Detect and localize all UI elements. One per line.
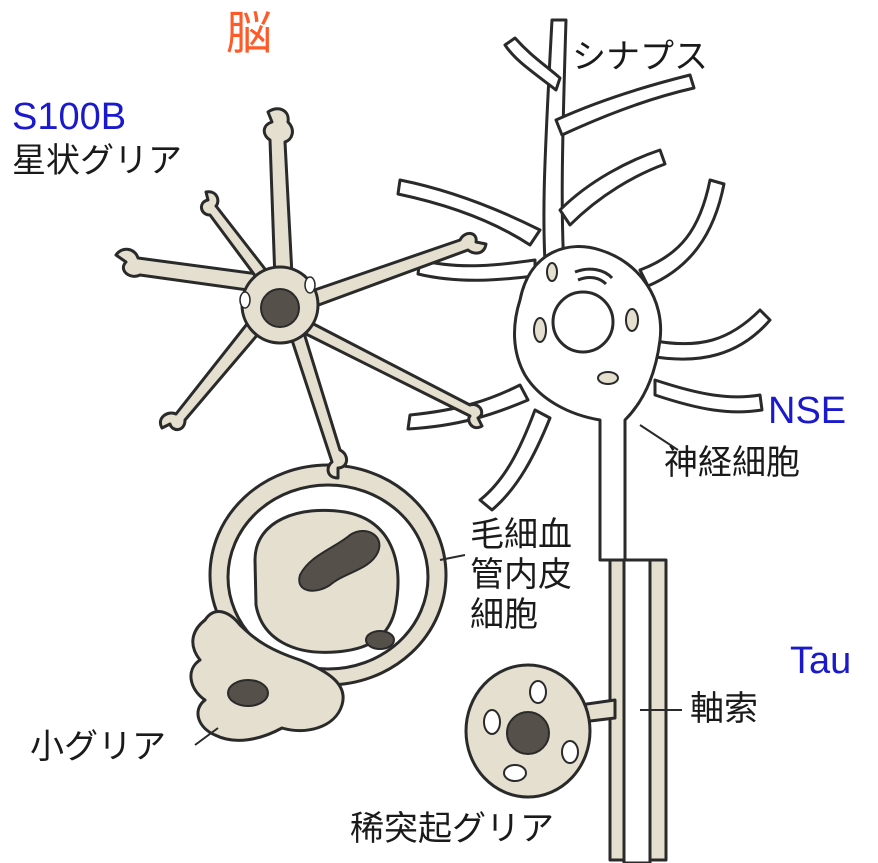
- neuron-leader-line: [639, 424, 679, 451]
- label-microglia: 小グリア: [30, 727, 166, 767]
- label-synapse: シナプス: [572, 37, 708, 77]
- capillary-endothelial-cell: [208, 463, 448, 687]
- label-neuron: 神経細胞: [664, 443, 800, 483]
- endothelial-leader-line: [439, 554, 466, 561]
- label-astrocyte: 星状グリア: [12, 141, 182, 181]
- title: 脳: [226, 6, 272, 60]
- label-endothelial-line-1: 毛細血: [470, 515, 572, 555]
- label-endothelial: 毛細血 管内皮 細胞: [470, 515, 572, 635]
- marker-tau: Tau: [790, 640, 852, 682]
- label-axon: 軸索: [690, 689, 758, 729]
- marker-s100b: S100B: [12, 96, 127, 138]
- label-endothelial-line-2: 管内皮: [470, 555, 572, 596]
- marker-nse: NSE: [768, 390, 847, 432]
- microglia: [189, 610, 345, 742]
- oligodendrocyte: [464, 663, 617, 799]
- axon: [608, 558, 668, 863]
- astrocyte: [114, 107, 488, 480]
- neuron-cell: [396, 18, 772, 562]
- label-oligodendrocyte: 稀突起グリア: [350, 809, 554, 849]
- label-endothelial-line-3: 細胞: [470, 595, 538, 636]
- microglia-leader-line: [194, 727, 219, 746]
